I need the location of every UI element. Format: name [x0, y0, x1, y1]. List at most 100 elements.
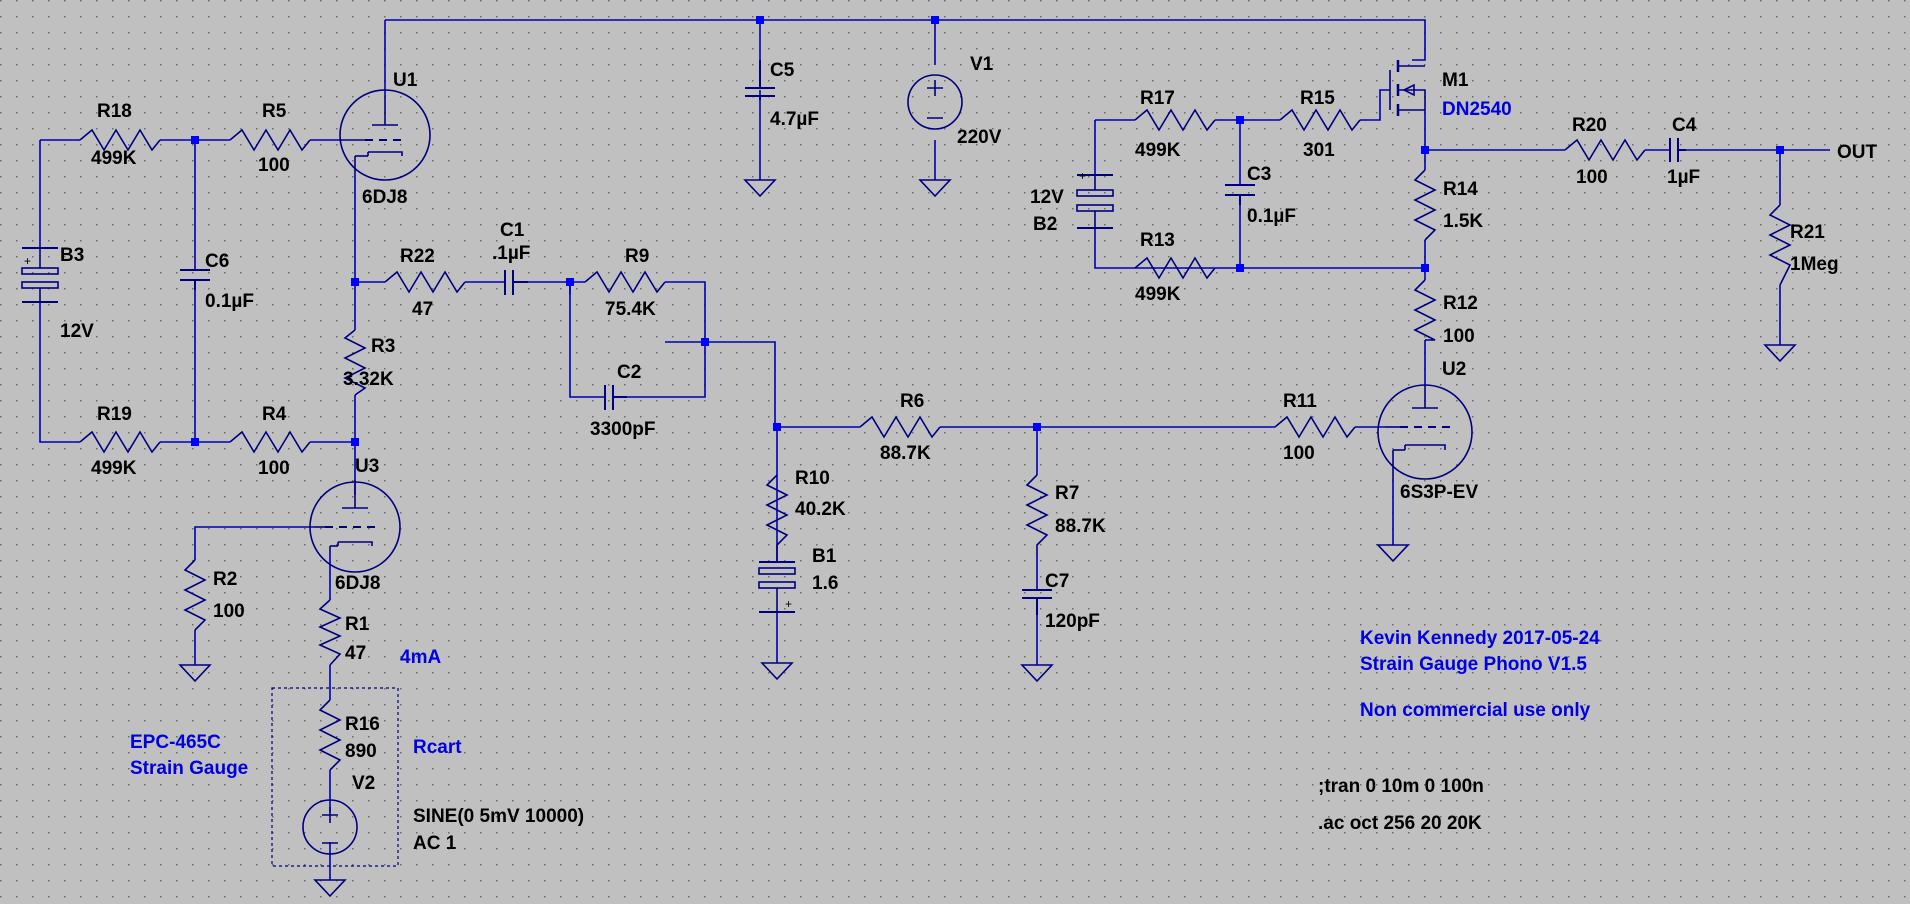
label-v2-value2: AC 1 — [413, 833, 457, 854]
comment-current: 4mA — [400, 647, 441, 668]
capacitor-c2 — [604, 385, 627, 410]
resistor-r19 — [79, 430, 161, 454]
label-r20-value: 100 — [1576, 167, 1608, 188]
battery-b1: + — [758, 561, 796, 613]
resistor-r4 — [229, 430, 311, 454]
label-v2-ref: V2 — [352, 773, 375, 794]
label-u3-ref: U3 — [355, 456, 379, 477]
label-r6-value: 88.7K — [880, 443, 931, 464]
ground-symbols — [178, 179, 1797, 898]
label-u2-value: 6S3P-EV — [1400, 482, 1478, 503]
label-r20-ref: R20 — [1572, 115, 1607, 136]
junctions — [191, 16, 1784, 446]
label-r10-ref: R10 — [795, 468, 830, 489]
label-b1-ref: B1 — [812, 546, 837, 567]
label-r13-value: 499K — [1135, 284, 1181, 305]
svg-text:+: + — [785, 597, 792, 611]
label-r6-ref: R6 — [900, 391, 924, 412]
label-c1-value: .1µF — [492, 243, 530, 264]
label-c7-ref: C7 — [1045, 571, 1069, 592]
resistor-r13 — [1134, 256, 1216, 280]
label-r14-ref: R14 — [1443, 179, 1478, 200]
label-u1-ref: U1 — [393, 70, 418, 91]
label-v2-value: SINE(0 5mV 10000) — [413, 806, 584, 827]
label-b3-value: 12V — [60, 321, 94, 342]
capacitor-c3 — [1225, 184, 1255, 205]
ground-icon — [1376, 544, 1410, 563]
label-r13-ref: R13 — [1140, 230, 1175, 251]
label-c7-value: 120pF — [1045, 611, 1100, 632]
label-r21-ref: R21 — [1790, 222, 1825, 243]
label-r12-value: 100 — [1443, 326, 1475, 347]
wires — [39, 19, 1830, 880]
label-u1-value: 6DJ8 — [362, 187, 407, 208]
capacitor-c5 — [745, 60, 775, 100]
label-r3-ref: R3 — [371, 336, 395, 357]
battery-b3: + — [21, 247, 59, 303]
voltage-sources — [302, 74, 963, 855]
svg-text:+: + — [24, 254, 31, 268]
label-r9-value: 75.4K — [605, 299, 656, 320]
ground-icon — [1763, 344, 1797, 363]
label-m1-value: DN2540 — [1442, 99, 1512, 120]
resistor-r9 — [584, 270, 666, 294]
resistor-r11 — [1274, 415, 1356, 439]
ground-icon — [918, 179, 952, 198]
label-c5-value: 4.7µF — [770, 109, 819, 130]
label-r1-ref: R1 — [345, 614, 370, 635]
label-r2-value: 100 — [213, 601, 245, 622]
label-r3-value: 3.32K — [343, 369, 394, 390]
comment-author: Kevin Kennedy 2017-05-24 — [1360, 628, 1600, 649]
label-m1-ref: M1 — [1442, 70, 1469, 91]
label-c4-value: 1µF — [1667, 167, 1700, 188]
label-b1-value: 1.6 — [812, 573, 838, 594]
comment-cartridge-line2: Strain Gauge — [130, 758, 248, 779]
tube-u1 — [339, 89, 431, 181]
resistor-r6 — [859, 415, 941, 439]
label-v1-value: 220V — [957, 127, 1002, 148]
label-r11-value: 100 — [1283, 443, 1315, 464]
resistor-r17 — [1134, 108, 1216, 132]
comment-cartridge-line1: EPC-465C — [130, 732, 221, 753]
source-v2 — [302, 799, 358, 855]
resistor-r12 — [1413, 279, 1437, 341]
comment-project: Strain Gauge Phono V1.5 — [1360, 654, 1587, 675]
label-c1-ref: C1 — [500, 220, 525, 241]
ground-icon — [313, 879, 347, 898]
label-r5-value: 100 — [258, 155, 290, 176]
label-r18-ref: R18 — [97, 101, 132, 122]
label-r4-ref: R4 — [262, 404, 287, 425]
directive-tran: ;tran 0 10m 0 100n — [1318, 776, 1484, 797]
tube-u2 — [1377, 384, 1473, 480]
label-r7-ref: R7 — [1055, 483, 1079, 504]
label-r12-ref: R12 — [1443, 293, 1478, 314]
resistor-r5 — [229, 128, 311, 152]
label-r22-value: 47 — [412, 299, 433, 320]
label-c6-ref: C6 — [205, 251, 229, 272]
label-r17-value: 499K — [1135, 140, 1181, 161]
label-c6-value: 0.1µF — [205, 291, 254, 312]
batteries: + + + — [21, 169, 1114, 613]
ground-icon — [743, 179, 777, 198]
label-u2-ref: U2 — [1442, 359, 1466, 380]
label-b2-ref: B2 — [1033, 214, 1057, 235]
label-r7-value: 88.7K — [1055, 516, 1106, 537]
label-r17-ref: R17 — [1140, 88, 1175, 109]
battery-b2: + — [1076, 169, 1114, 229]
resistor-r15 — [1279, 108, 1361, 132]
capacitor-c7 — [1022, 589, 1052, 615]
resistor-r14 — [1413, 169, 1437, 241]
label-r10-value: 40.2K — [795, 499, 846, 520]
ground-icon — [178, 664, 212, 683]
resistor-r7 — [1025, 474, 1049, 555]
label-r1-value: 47 — [345, 643, 366, 664]
label-c2-ref: C2 — [617, 362, 641, 383]
ground-icon — [760, 662, 794, 681]
label-u3-value: 6DJ8 — [335, 573, 380, 594]
label-r22-ref: R22 — [400, 246, 435, 267]
label-c2-value: 3300pF — [590, 419, 655, 440]
label-r15-ref: R15 — [1300, 88, 1335, 109]
label-r16-ref: R16 — [345, 714, 380, 735]
capacitor-c1 — [504, 270, 528, 295]
label-r2-ref: R2 — [213, 569, 237, 590]
